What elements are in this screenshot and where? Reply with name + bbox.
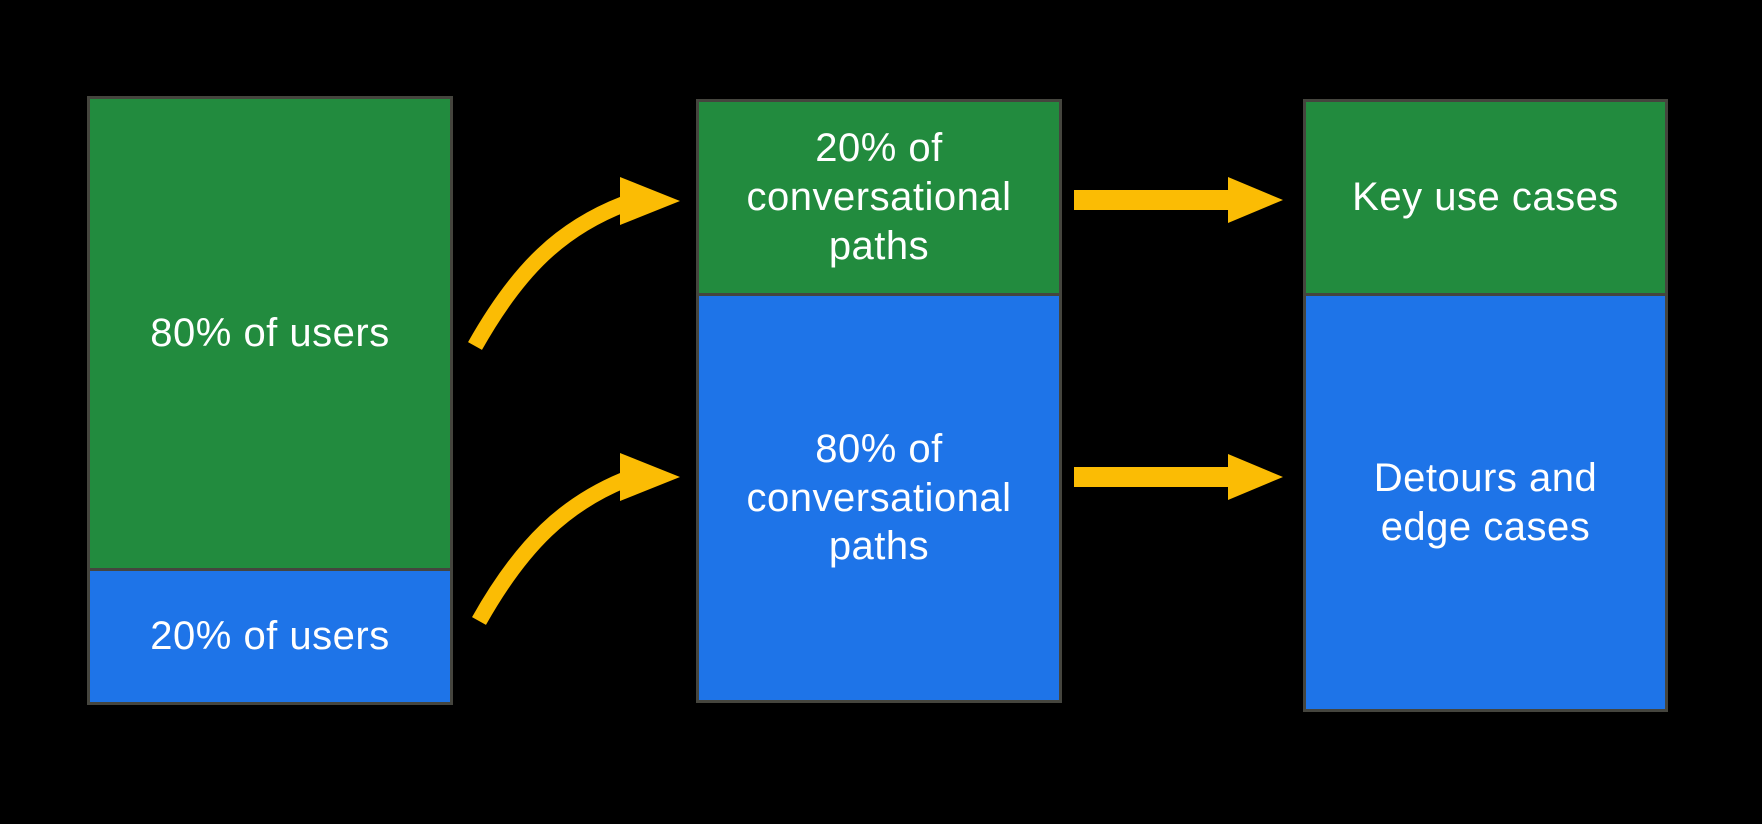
column-users: 80% of users 20% of users	[87, 96, 453, 705]
segment-label-paths-majority: 80% of conversational paths	[746, 426, 1012, 569]
segment-users-minority: 20% of users	[90, 571, 450, 702]
segment-detours-edge-cases: Detours and edge cases	[1306, 296, 1665, 709]
segment-label-users-majority: 80% of users	[150, 311, 390, 356]
straight-arrow-paths-20-to-key-use-cases-icon	[1074, 177, 1283, 223]
segment-label-detours-edge-cases: Detours and edge cases	[1373, 455, 1598, 549]
segment-paths-minority: 20% of conversational paths	[699, 102, 1059, 296]
segment-label-key-use-cases: Key use cases	[1352, 175, 1619, 220]
curved-arrow-users-80-to-paths-20-icon	[468, 177, 680, 350]
straight-arrow-paths-80-to-detours-edge-cases-icon	[1074, 454, 1283, 500]
curved-arrow-users-20-to-paths-80-icon	[472, 453, 680, 625]
segment-label-users-minority: 20% of users	[150, 614, 390, 659]
segment-key-use-cases: Key use cases	[1306, 102, 1665, 296]
segment-users-majority: 80% of users	[90, 99, 450, 571]
column-conversational-paths: 20% of conversational paths 80% of conve…	[696, 99, 1062, 703]
segment-label-paths-minority: 20% of conversational paths	[746, 126, 1012, 268]
column-outcomes: Key use cases Detours and edge cases	[1303, 99, 1668, 712]
segment-paths-majority: 80% of conversational paths	[699, 296, 1059, 700]
